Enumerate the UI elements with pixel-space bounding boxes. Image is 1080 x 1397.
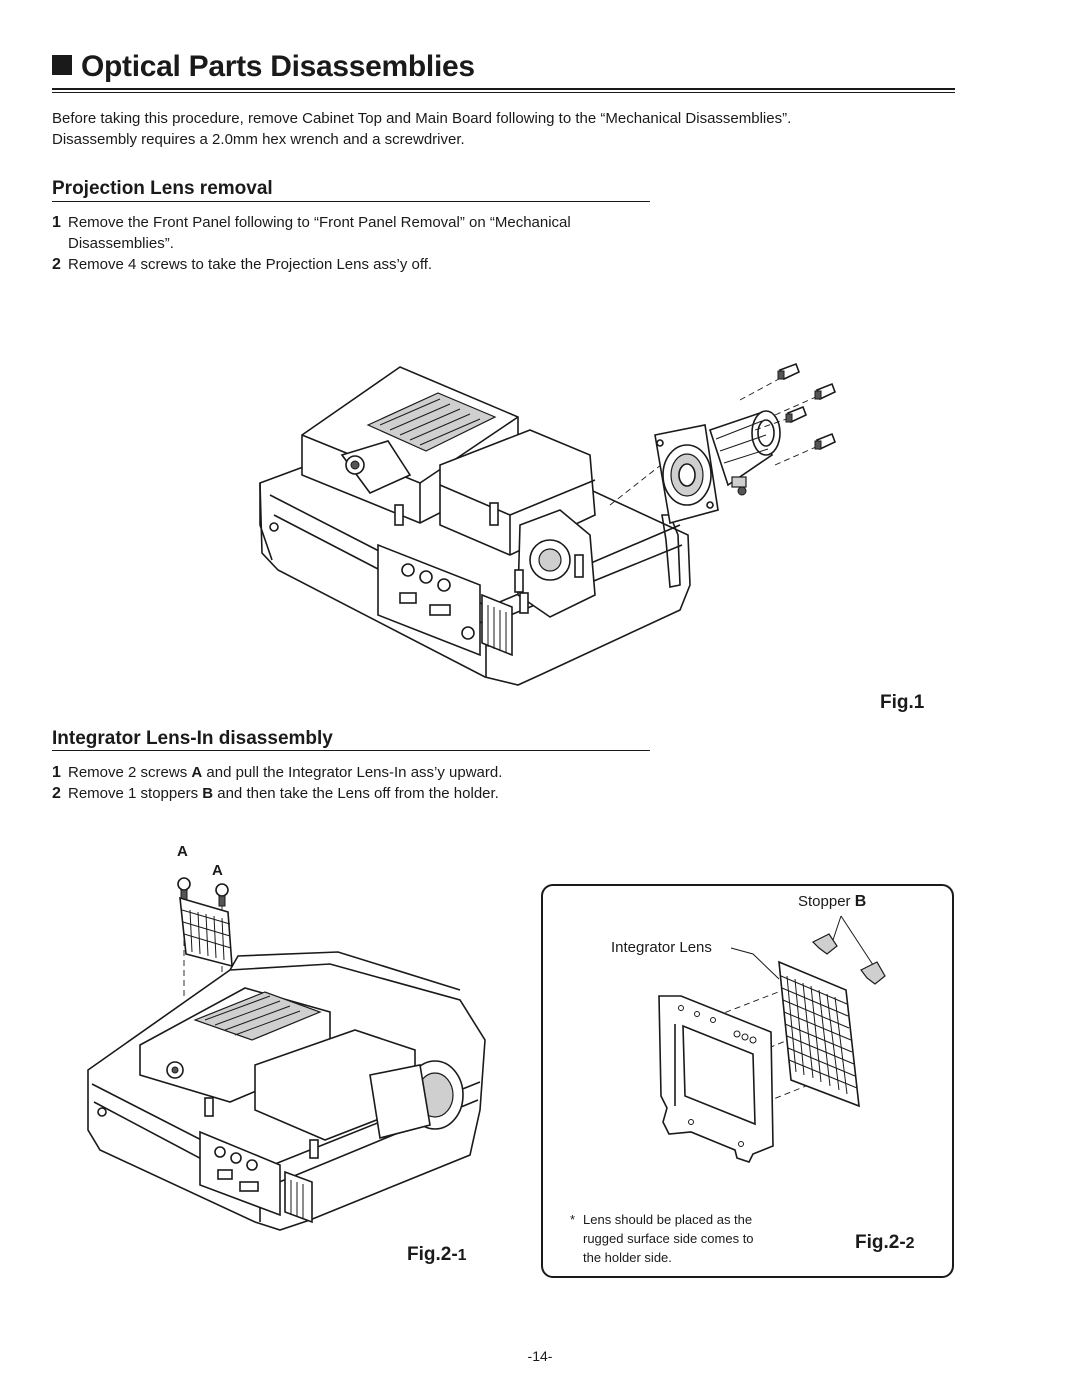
screw-icon (754, 405, 808, 431)
stopper-letter: B (854, 893, 867, 910)
integrator-lens-icon (778, 960, 860, 1108)
title-rule-thin (52, 92, 955, 93)
intro-line-1: Before taking this procedure, remove Cab… (52, 110, 792, 127)
screw-icon (774, 382, 837, 416)
page-number: -14- (527, 1348, 553, 1364)
screw-a-label: A (212, 862, 223, 879)
intro-line-2: Disassembly requires a 2.0mm hex wrench … (52, 131, 465, 148)
projection-steps: 1 Remove the Front Panel following to “F… (52, 212, 662, 275)
fig-2-1-label: Fig.2-1 (407, 1244, 467, 1266)
lens-holder-icon (658, 995, 774, 1163)
screw-icon (774, 432, 837, 466)
projector-lens-removal-illustration (259, 362, 837, 686)
step-bold-ref: B (202, 785, 214, 802)
screw-icon (215, 883, 229, 907)
fig-2-2-label: Fig.2-2 (855, 1232, 915, 1254)
page-title-text: Optical Parts Disassemblies (81, 50, 475, 83)
fig-2-2-panel (541, 884, 954, 1278)
step-number: 1 (52, 764, 61, 781)
integrator-step-2: 2 Remove 1 stoppers B and then take the … (52, 783, 662, 804)
step-text-line-1: Remove the Front Panel following to “Fro… (68, 214, 571, 231)
stopper-b-callout: Stopper B (798, 893, 866, 911)
projection-heading-rule (52, 201, 650, 202)
step-number: 1 (52, 214, 61, 231)
step-text: and then take the Lens off from the hold… (213, 785, 499, 802)
stopper-icon (811, 933, 838, 955)
fig-label-suffix: 1 (457, 1247, 467, 1264)
step-number: 2 (52, 785, 61, 802)
integrator-lens-holder-illustration (658, 915, 886, 1163)
note-line: the holder side. (583, 1250, 672, 1265)
step-bold-ref: A (191, 764, 203, 781)
screw-a-label: A (177, 843, 188, 860)
step-text: Remove 2 screws (68, 764, 192, 781)
intro-paragraph: Before taking this procedure, remove Cab… (52, 108, 952, 150)
fig-label-suffix: 2 (905, 1235, 915, 1252)
integrator-heading-rule (52, 750, 650, 751)
stopper-label: Stopper (798, 893, 855, 910)
screw-icon (177, 877, 191, 901)
integrator-step-1: 1 Remove 2 screws A and pull the Integra… (52, 762, 662, 783)
screw-icon (739, 362, 801, 401)
integrator-lens-callout: Integrator Lens (611, 939, 712, 956)
note-line: Lens should be placed as the (583, 1212, 753, 1227)
integrator-lens-in-illustration (87, 877, 486, 1231)
square-bullet-icon (52, 55, 72, 75)
integrator-heading: Integrator Lens-In disassembly (52, 728, 333, 749)
note-asterisk: * (570, 1212, 576, 1227)
fig-1-label: Fig.1 (880, 692, 925, 713)
title-rule (52, 88, 955, 90)
projection-step-1: 1 Remove the Front Panel following to “F… (52, 212, 662, 254)
step-text: Remove 4 screws to take the Projection L… (68, 256, 433, 273)
projection-step-2: 2 Remove 4 screws to take the Projection… (52, 254, 662, 275)
note-line: rugged surface side comes to (583, 1231, 754, 1246)
stopper-icon (860, 961, 886, 985)
page-title: Optical Parts Disassemblies (52, 50, 475, 84)
integrator-steps: 1 Remove 2 screws A and pull the Integra… (52, 762, 662, 804)
fig-label-main: Fig.2- (407, 1244, 458, 1265)
step-text: and pull the Integrator Lens-In ass’y up… (202, 764, 503, 781)
step-text: Remove 1 stoppers (68, 785, 203, 802)
step-text-line-2: Disassemblies”. (68, 235, 174, 252)
step-number: 2 (52, 256, 61, 273)
projection-lens-heading: Projection Lens removal (52, 178, 273, 199)
lens-placement-note: * Lens should be placed as the rugged su… (570, 1210, 813, 1267)
fig-label-main: Fig.2- (855, 1232, 906, 1253)
